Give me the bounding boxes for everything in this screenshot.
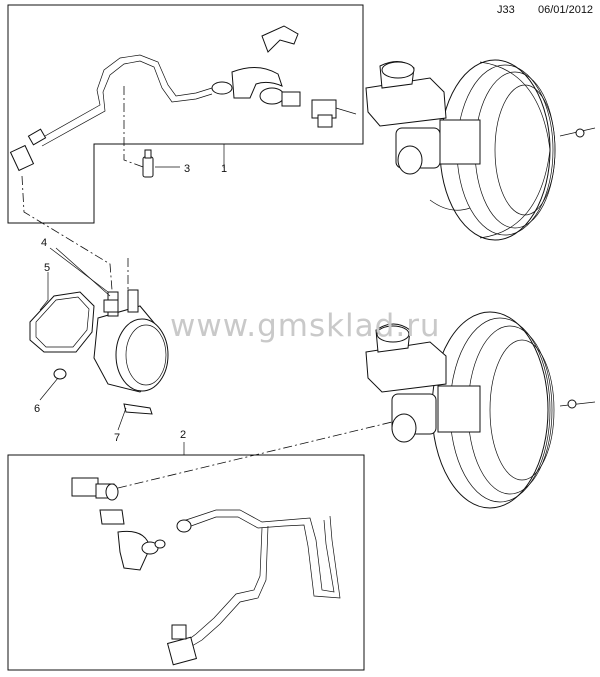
callout-6: 6 xyxy=(34,403,40,415)
watermark-text: www.gmsklad.ru xyxy=(170,308,441,344)
upper-hose-to-pump-line xyxy=(21,175,113,291)
lower-group-frame xyxy=(7,454,365,671)
upper-vacuum-hose xyxy=(9,25,357,172)
lower-brake-booster xyxy=(365,311,596,509)
callout-3: 3 xyxy=(184,163,190,175)
upper-brake-booster xyxy=(365,59,596,241)
callout-4: 4 xyxy=(41,237,47,249)
callout-2: 2 xyxy=(180,429,186,441)
diagram-date: 06/01/2012 xyxy=(538,4,594,16)
lower-hose-to-booster-line xyxy=(117,421,393,489)
callout-leaders xyxy=(39,144,225,455)
callout-1: 1 xyxy=(221,163,227,175)
check-valve-part xyxy=(142,149,180,178)
lower-vacuum-hose xyxy=(71,477,341,666)
upper-group-frame xyxy=(7,4,364,224)
check-valve-leader-line xyxy=(123,86,144,168)
vacuum-pump xyxy=(29,289,169,415)
diagram-code: J33 xyxy=(497,4,515,16)
callout-5: 5 xyxy=(44,262,50,274)
callout-7: 7 xyxy=(114,432,120,444)
